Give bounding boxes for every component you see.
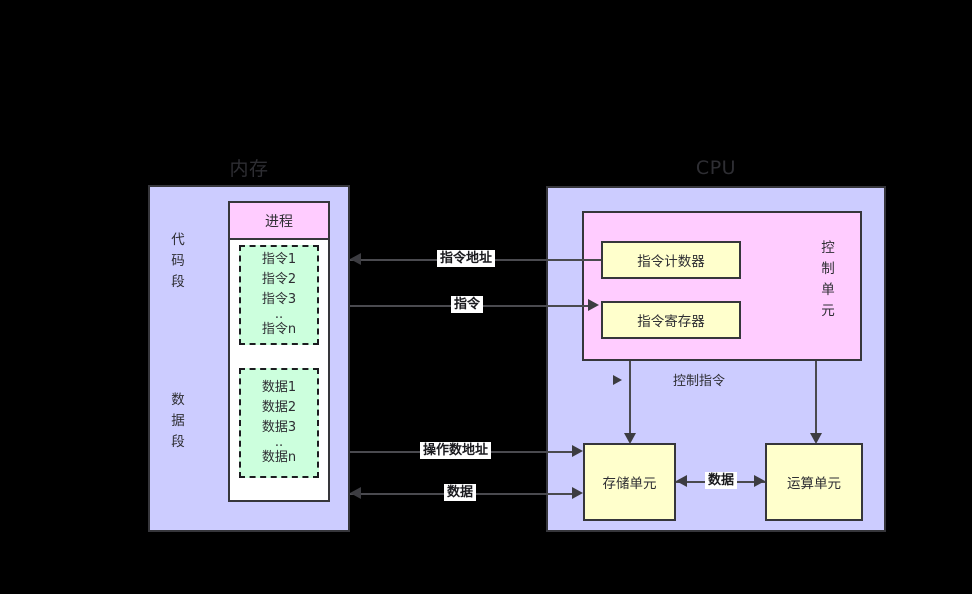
memory-data-arrowhead-left-icon [350, 487, 361, 499]
data-item: 数据1 [261, 380, 297, 395]
control-instruction-marker-icon [613, 375, 622, 385]
program-counter-box: 指令计数器 [601, 241, 741, 279]
data-item: 数据n [261, 450, 297, 465]
control-instruction-right-line [815, 361, 817, 437]
storage-unit-box: 存储单元 [583, 443, 676, 521]
memory-data-arrowhead-right-icon [572, 487, 583, 499]
arithmetic-unit-box: 运算单元 [765, 443, 863, 521]
code-segment-label: 代 码 段 [171, 232, 185, 290]
instruction-item: 指令1 [261, 252, 297, 267]
internal-data-arrowhead-right-icon [754, 475, 765, 487]
instruction-label: 指令 [451, 296, 484, 313]
process-header: 进程 [230, 203, 328, 240]
data-segment-label: 数 据 段 [171, 392, 185, 450]
instruction-item: 指令n [261, 322, 297, 337]
cpu-title: CPU [695, 157, 737, 179]
instruction-item: 指令2 [261, 272, 297, 287]
operand-address-label: 操作数地址 [420, 442, 492, 459]
instruction-register-box: 指令寄存器 [601, 301, 741, 339]
instruction-block: 指令1 指令2 指令3 .. 指令n [239, 245, 319, 345]
instruction-item: 指令3 [261, 292, 297, 307]
control-unit-label: 控 制 单 元 [821, 240, 835, 319]
instruction-address-label: 指令地址 [437, 250, 496, 267]
internal-data-label: 数据 [705, 472, 738, 489]
instruction-arrowhead-icon [588, 299, 599, 311]
control-instruction-left-arrowhead-icon [624, 433, 636, 444]
data-item: 数据3 [261, 420, 297, 435]
memory-title: 内存 [229, 158, 269, 180]
internal-data-arrowhead-left-icon [676, 475, 687, 487]
memory-data-label: 数据 [444, 484, 477, 501]
control-instruction-left-line [629, 361, 631, 437]
data-ellipsis: .. [274, 435, 284, 450]
data-block: 数据1 数据2 数据3 .. 数据n [239, 368, 319, 478]
instruction-ellipsis: .. [274, 307, 284, 322]
control-instruction-label: 控制指令 [673, 374, 726, 389]
instruction-address-arrowhead-icon [350, 253, 361, 265]
data-item: 数据2 [261, 400, 297, 415]
control-instruction-right-arrowhead-icon [810, 433, 822, 444]
operand-address-arrowhead-icon [572, 445, 583, 457]
